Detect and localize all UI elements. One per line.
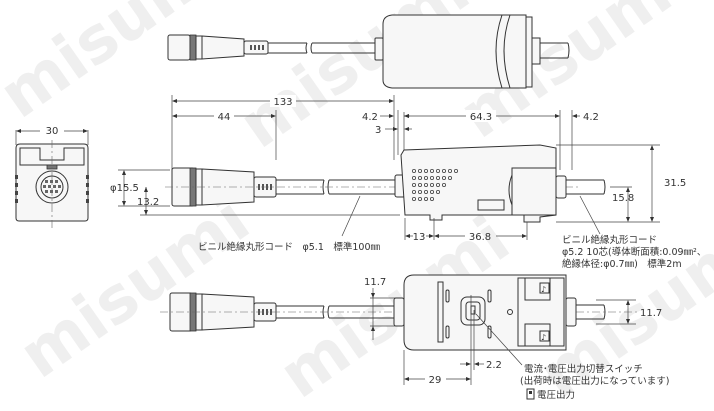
svg-text:13: 13 (413, 232, 426, 243)
cable-left-annotation: ビニル絶縁丸形コード φ5.1 標準100㎜ (198, 241, 381, 253)
svg-text:133: 133 (273, 97, 292, 108)
svg-text:15.8: 15.8 (612, 193, 634, 204)
connector-ring (189, 34, 197, 61)
svg-text:φ5.2 10芯(導体断面積:0.09㎜²、: φ5.2 10芯(導体断面積:0.09㎜²、 (562, 246, 706, 258)
svg-text:4.2: 4.2 (362, 112, 378, 123)
svg-text:3: 3 (375, 125, 381, 136)
svg-text:36.8: 36.8 (469, 232, 491, 243)
svg-text:4.2: 4.2 (583, 112, 599, 123)
connector-end-view: 30 (15, 124, 89, 228)
svg-text:13.2: 13.2 (137, 197, 159, 208)
side-view: 133 44 4.2 3 64.3 4.2 (110, 95, 706, 270)
svg-text:絶縁体径:φ0.7㎜) 標準2m: 絶縁体径:φ0.7㎜) 標準2m (562, 258, 682, 270)
svg-text:29: 29 (429, 375, 442, 386)
svg-text:11.7: 11.7 (640, 308, 662, 319)
bottom-view: 11.7 ♪ ♪ 11.7 2.2 29 電 (160, 274, 669, 401)
svg-text:11.7: 11.7 (364, 277, 386, 288)
svg-text:電圧出力: 電圧出力 (537, 389, 575, 401)
svg-text:2.2: 2.2 (486, 360, 502, 371)
output-switch (460, 296, 486, 326)
svg-text:(出荷時は電圧出力になっています): (出荷時は電圧出力になっています) (520, 375, 669, 387)
svg-text:44: 44 (218, 112, 231, 123)
svg-text:misumi: misumi (0, 0, 243, 133)
svg-text:電流･電圧出力切替スイッチ: 電流･電圧出力切替スイッチ (524, 363, 643, 375)
amp-body-top (382, 14, 527, 89)
svg-text:♪: ♪ (541, 333, 546, 342)
svg-text:φ15.5: φ15.5 (110, 183, 139, 194)
svg-text:♪: ♪ (541, 285, 546, 294)
connector-head (167, 34, 191, 61)
svg-text:30: 30 (46, 126, 59, 137)
svg-text:31.5: 31.5 (664, 178, 686, 189)
svg-text:ビニル絶縁丸形コード: ビニル絶縁丸形コード (562, 234, 657, 246)
top-view (167, 14, 570, 89)
connector-taper (201, 35, 245, 60)
svg-text:64.3: 64.3 (470, 112, 492, 123)
